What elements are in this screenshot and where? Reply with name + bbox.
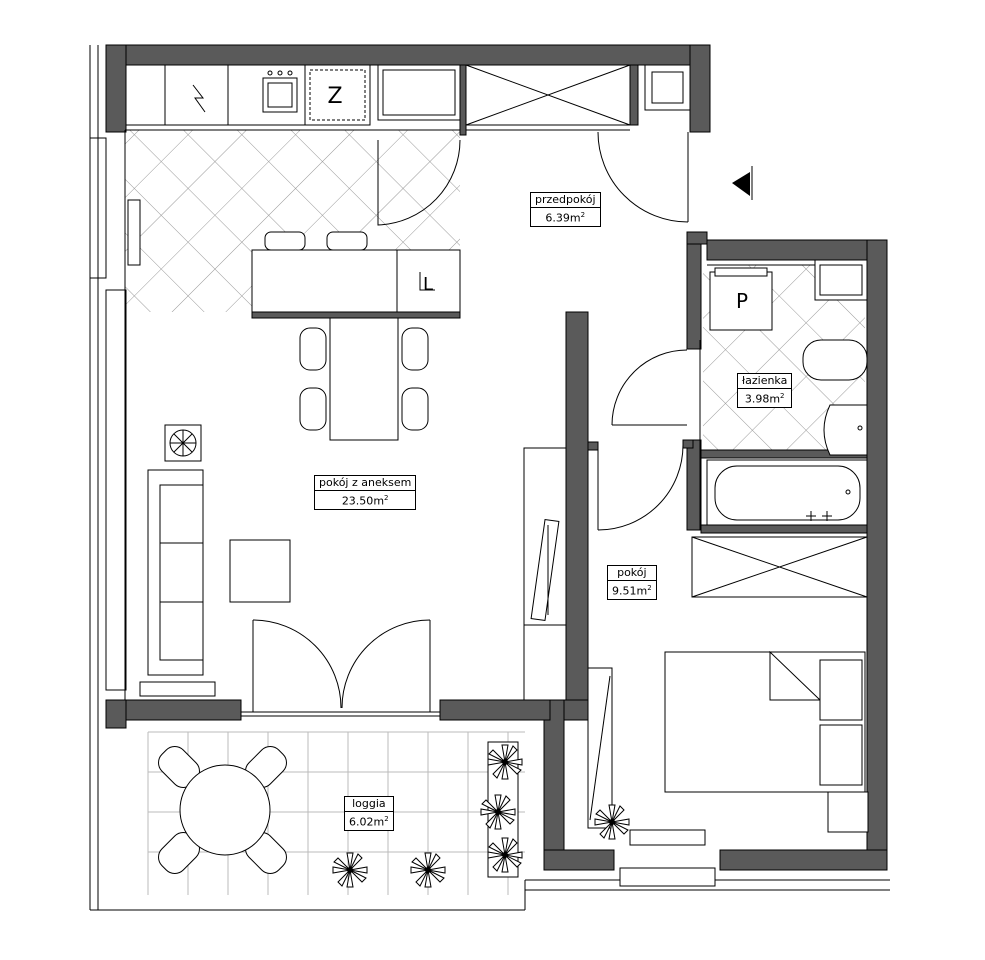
outline (89, 45, 890, 911)
coffee-table (229, 539, 291, 603)
bedroom-furniture (587, 536, 869, 887)
cabinets (377, 64, 868, 301)
room-name: pokój z aneksem (315, 476, 416, 491)
plant-icon (480, 794, 516, 830)
fan-icon (164, 424, 202, 462)
room-label-entrance: przedpokój 6.39m2 (530, 192, 601, 227)
room-area: 6.39m2 (545, 211, 586, 225)
room-name: łazienka (738, 374, 792, 389)
room-area: 6.02m2 (349, 815, 389, 829)
fridge-symbol: L (423, 274, 433, 295)
room-area: 9.51m2 (612, 584, 652, 598)
plant-icon (410, 852, 446, 888)
balcony-door (241, 619, 440, 717)
room-name: loggia (345, 797, 393, 812)
room-label-bathroom: łazienka 3.98m2 (737, 373, 793, 408)
stove-symbol: Z (327, 84, 342, 109)
room-name: przedpokój (531, 193, 600, 208)
room-label-bedroom: pokój 9.51m2 (607, 565, 657, 600)
plant-icon (332, 852, 368, 888)
sofa (139, 469, 216, 697)
loggia-table-set (158, 746, 287, 874)
bathroom-door (611, 349, 688, 426)
bedroom-door (587, 439, 694, 531)
dining-table (299, 317, 429, 441)
room-label-living: pokój z aneksem 23.50m2 (314, 475, 417, 510)
bathroom-fixtures (706, 267, 868, 526)
room-name: pokój (608, 566, 656, 581)
plant-icon (487, 837, 523, 873)
room-area: 23.50m2 (341, 494, 389, 508)
entrance-arrow-icon (732, 172, 750, 196)
kitchen-counter (125, 64, 371, 126)
kitchen-door-swing (377, 139, 461, 226)
room-area: 3.98m2 (744, 392, 785, 406)
plant-icon (487, 744, 523, 780)
plant-icon (594, 804, 630, 840)
wardrobe (523, 447, 567, 701)
entrance-door (597, 131, 689, 223)
boiler-symbol: P (736, 289, 748, 313)
room-label-loggia: loggia 6.02m2 (344, 796, 394, 831)
